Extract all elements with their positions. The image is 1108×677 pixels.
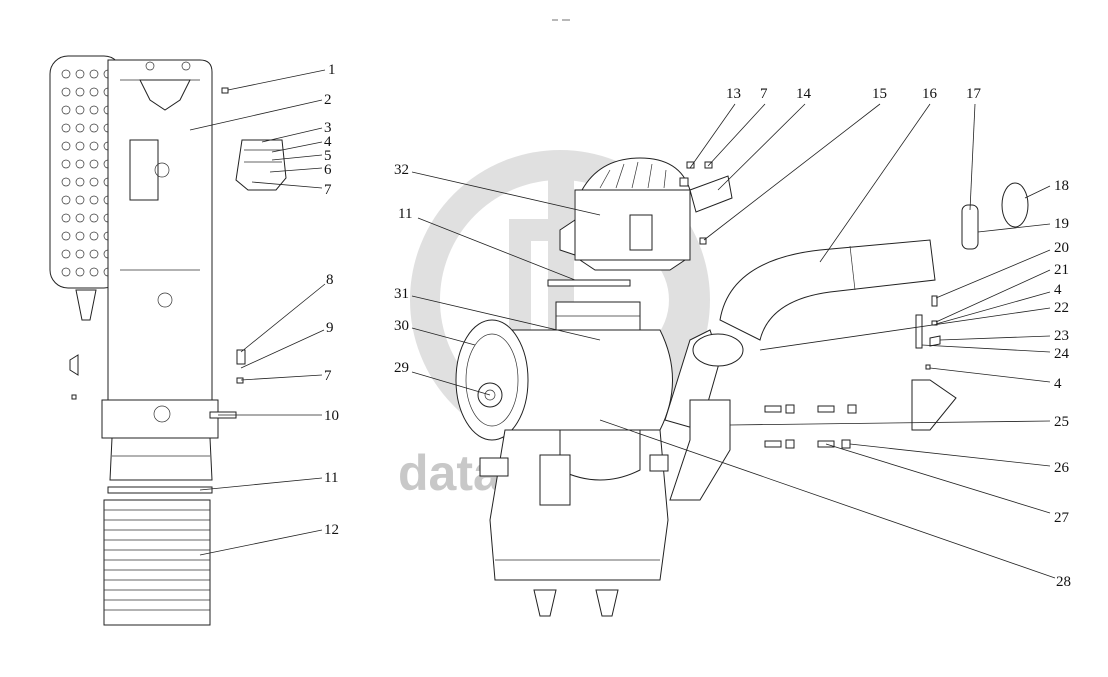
precleaner-ribs [599,161,667,189]
callout-19: 19 [1054,216,1069,232]
callout-10: 10 [324,408,339,424]
callout-7c: 7 [760,86,768,102]
callout-27: 27 [1054,510,1070,526]
mounting-bracket [669,399,731,501]
outlet-cone [109,437,213,481]
gasket-ring-left [107,486,213,494]
callout-16: 16 [922,86,938,102]
vertical-housing [107,59,213,401]
callout-28: 28 [1056,574,1071,590]
dust-valve-left [75,289,97,321]
callout-11b: 11 [398,206,412,222]
callout-21: 21 [1054,262,1069,278]
callout-25: 25 [1054,414,1069,430]
callout-29: 29 [394,360,409,376]
dust-valve-right-1 [533,589,557,617]
bellows-hose [103,499,211,626]
support-bar [915,314,923,349]
callout-7b: 7 [324,368,332,384]
callout-23: 23 [1054,328,1069,344]
callout-12: 12 [324,522,339,538]
callout-18: 18 [1054,178,1069,194]
callout-7a: 7 [324,182,332,198]
bottom-flange [101,399,219,439]
callout-3: 3 [324,120,332,136]
end-cover [455,319,529,441]
callout-26: 26 [1054,460,1070,476]
callout-14: 14 [796,86,812,102]
band-clamp [1001,182,1029,228]
callout-8: 8 [326,272,334,288]
right-small-parts [552,19,1029,449]
right-air-cleaner [455,157,744,617]
callout-13: 13 [726,86,741,102]
callout-20: 20 [1054,240,1069,256]
callout-6: 6 [324,162,332,178]
top-bracket [139,79,191,111]
dust-valve-right-2 [595,589,619,617]
hose-clamp-ring [961,204,979,250]
callout-15: 15 [872,86,887,102]
triangle-bracket [911,379,957,431]
callout-9: 9 [326,320,334,336]
callout-31: 31 [394,286,409,302]
clamp-plate [689,175,733,213]
callout-30: 30 [394,318,409,334]
callout-17: 17 [966,86,982,102]
bellows-ribs [104,509,210,611]
callout-4b: 4 [1054,282,1062,298]
callout-5: 5 [324,148,332,164]
elbow-flange [692,333,744,367]
left-small-parts [209,87,287,419]
callout-22: 22 [1054,300,1069,316]
mount-bracket [235,139,287,191]
callout-1: 1 [328,62,336,78]
callout-32: 32 [394,162,409,178]
callout-4c: 4 [1054,376,1062,392]
gasket-ring-right [547,279,631,287]
leader-lines [189,69,1056,579]
callout-24: 24 [1054,346,1070,362]
callout-2: 2 [324,92,332,108]
callout-4: 4 [324,134,332,150]
callout-11a: 11 [324,470,338,486]
intake-hose [719,239,936,341]
side-intake [129,139,159,201]
left-air-cleaner-body [49,55,219,626]
callout-labels: 1 2 3 4 5 6 7 8 9 7 10 11 12 13 7 14 15 … [324,62,1071,590]
